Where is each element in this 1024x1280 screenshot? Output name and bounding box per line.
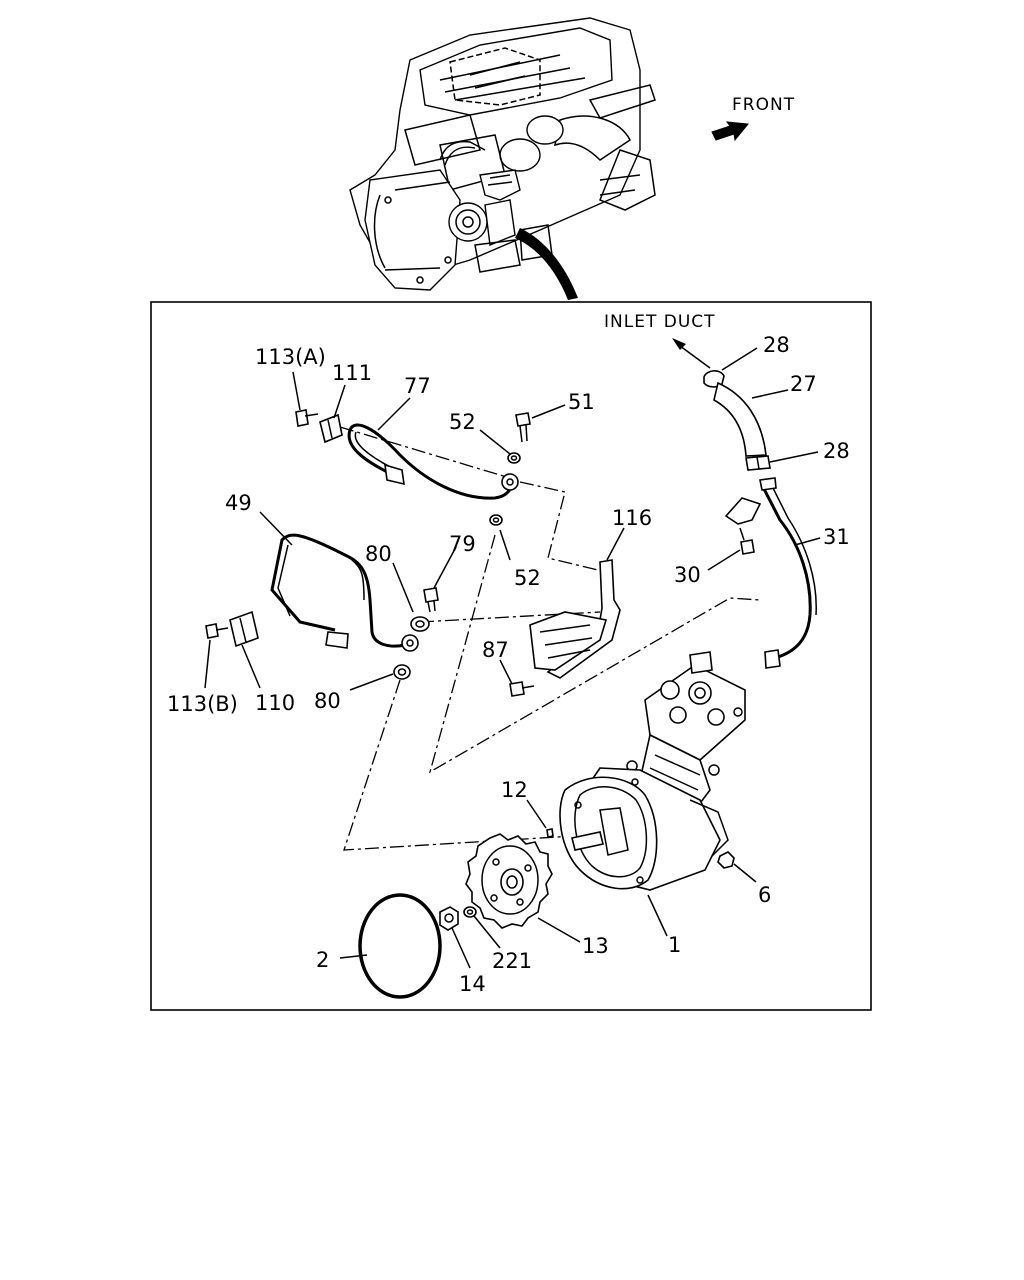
callout-116: 116 xyxy=(612,506,652,530)
front-arrow-icon xyxy=(711,121,749,142)
part-51-bolt xyxy=(515,412,531,443)
callout-77: 77 xyxy=(404,374,431,398)
part-221-washer xyxy=(463,906,477,918)
callout-113a: 113(A) xyxy=(255,345,326,369)
callout-1: 1 xyxy=(668,933,681,957)
callout-12: 12 xyxy=(501,778,528,802)
leader-lines xyxy=(204,347,821,969)
callout-27: 27 xyxy=(790,372,817,396)
callout-28-lower: 28 xyxy=(823,439,850,463)
front-orientation: FRONT xyxy=(711,95,795,142)
detail-frame xyxy=(150,301,872,1011)
callout-30: 30 xyxy=(674,563,701,587)
part-80-washer-upper xyxy=(410,616,430,632)
callout-113b: 113(B) xyxy=(167,692,238,716)
part-28-clamp-lower xyxy=(745,455,771,471)
part-52-washer-lower xyxy=(489,514,503,526)
part-6-nut xyxy=(717,851,735,869)
engine-overview-illustration xyxy=(349,17,656,300)
callout-111: 111 xyxy=(332,361,372,385)
callout-79: 79 xyxy=(449,532,476,556)
part-14-nut xyxy=(439,906,459,931)
part-77-oil-pipe xyxy=(347,423,519,500)
part-116-bracket xyxy=(529,559,621,679)
inlet-arrow-icon xyxy=(672,338,686,350)
callout-221: 221 xyxy=(492,949,532,973)
callout-49: 49 xyxy=(225,491,252,515)
inlet-duct-label: INLET DUCT xyxy=(604,312,716,332)
part-111-clamp xyxy=(319,413,343,444)
callout-labels: 113(A) 111 77 52 51 28 27 28 116 31 49 8… xyxy=(167,333,850,996)
part-13-drive-gear xyxy=(465,833,553,929)
part-31-air-pipe xyxy=(759,477,817,669)
part-87-bolt xyxy=(509,681,535,697)
callout-2: 2 xyxy=(316,948,329,972)
part-80-washer-lower xyxy=(393,664,411,680)
callout-87: 87 xyxy=(482,638,509,662)
part-113b-bolt xyxy=(205,623,229,639)
part-1-air-compressor xyxy=(559,651,746,891)
part-27-hose xyxy=(713,381,767,457)
callout-80-upper: 80 xyxy=(365,542,392,566)
part-12-key xyxy=(546,828,554,838)
inlet-duct-annotation: INLET DUCT xyxy=(604,312,716,369)
callout-80-lower: 80 xyxy=(314,689,341,713)
callout-14: 14 xyxy=(459,972,486,996)
part-2-o-ring xyxy=(358,893,442,999)
callout-6: 6 xyxy=(758,883,771,907)
callout-51: 51 xyxy=(568,390,595,414)
front-label: FRONT xyxy=(732,95,795,115)
part-52-washer-upper xyxy=(507,452,521,464)
callout-52-lower: 52 xyxy=(514,566,541,590)
part-49-oil-pipe xyxy=(270,533,419,652)
callout-13: 13 xyxy=(582,934,609,958)
part-79-bolt xyxy=(423,587,439,613)
part-30-bracket xyxy=(724,497,762,555)
callout-31: 31 xyxy=(823,525,850,549)
callout-52-upper: 52 xyxy=(449,410,476,434)
part-113a-bolt xyxy=(295,409,319,427)
callout-28-upper: 28 xyxy=(763,333,790,357)
detail-pointer-arrow xyxy=(515,228,578,300)
part-110-clamp xyxy=(229,610,259,648)
callout-110: 110 xyxy=(255,691,295,715)
